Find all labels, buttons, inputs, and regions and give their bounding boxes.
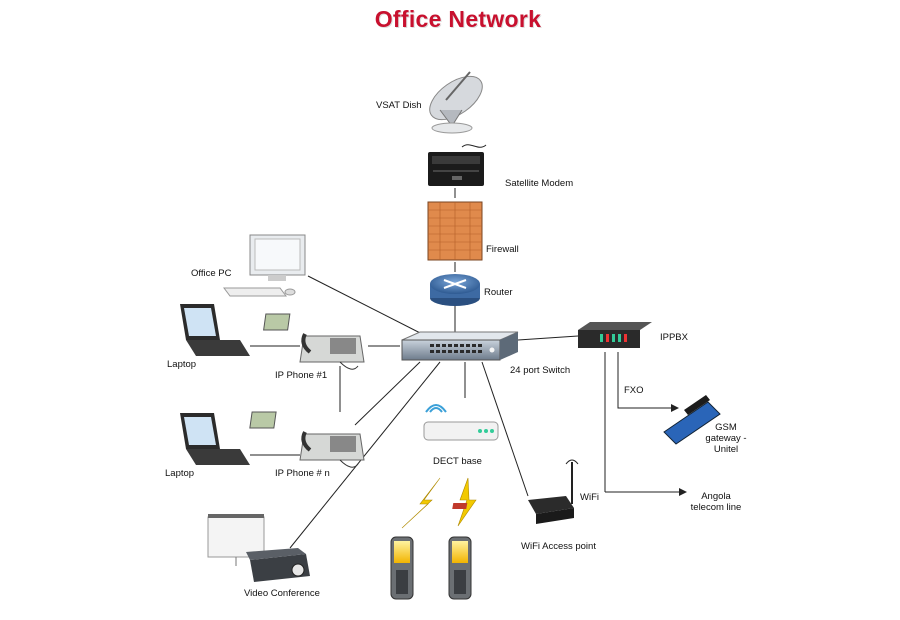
laptop-1-label: Laptop — [167, 359, 197, 370]
router-icon — [430, 274, 480, 306]
wifi-router-icon — [452, 459, 579, 524]
mobile-phone-icon — [390, 536, 414, 600]
laptop-2-label: Laptop — [165, 468, 195, 479]
gsm-gateway-label: GSM gateway - Unitel — [696, 422, 756, 455]
gsm-gateway-line-1: GSM — [715, 422, 737, 433]
ip-phone-1-label: IP Phone #1 — [275, 370, 328, 381]
ip-phone-icon — [249, 411, 365, 468]
page-title: Office Network — [374, 6, 542, 32]
satellite-dish-icon — [429, 71, 483, 134]
dect-base-label: DECT base — [433, 456, 482, 467]
switch-icon — [401, 331, 519, 361]
desktop-pc-icon — [223, 234, 306, 297]
firewall-label: Firewall — [486, 244, 519, 255]
gsm-gateway-line-2: gateway - — [705, 433, 747, 444]
office-pc-label: Office PC — [191, 268, 232, 279]
lightning-icon — [401, 477, 477, 529]
fxo-label: FXO — [624, 385, 644, 396]
switch-label: 24 port Switch — [510, 365, 571, 376]
connection-lines — [250, 188, 687, 549]
dect-base-icon — [423, 404, 499, 441]
laptop-icon — [180, 413, 250, 465]
ip-phone-icon — [263, 313, 365, 370]
angola-telecom-label: Angola telecom line — [684, 491, 748, 513]
firewall-icon — [427, 201, 483, 261]
projector-icon — [246, 548, 310, 582]
satellite-modem-label: Satellite Modem — [505, 178, 574, 189]
video-conference-label: Video Conference — [244, 588, 320, 599]
wifi-access-point-label: WiFi Access point — [521, 541, 596, 552]
projection-screen-icon — [207, 514, 265, 566]
angola-telecom-line-1: Angola — [701, 491, 731, 502]
vsat-dish-label: VSAT Dish — [376, 100, 422, 111]
angola-telecom-line-2: telecom line — [690, 502, 742, 513]
router-label: Router — [484, 287, 513, 298]
mobile-phone-icon — [448, 536, 472, 600]
ip-phone-n-label: IP Phone # n — [275, 468, 330, 479]
gsm-gateway-line-3: Unitel — [713, 444, 739, 455]
gsm-phone-icon — [663, 395, 721, 445]
laptop-icon — [180, 304, 250, 356]
ippbx-icon — [578, 322, 652, 348]
modem-icon — [428, 144, 487, 186]
ippbx-label: IPPBX — [660, 332, 688, 343]
wifi-label: WiFi — [580, 492, 599, 503]
